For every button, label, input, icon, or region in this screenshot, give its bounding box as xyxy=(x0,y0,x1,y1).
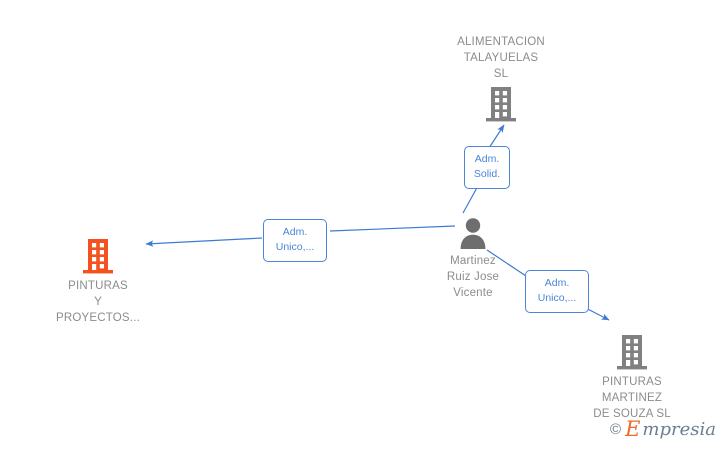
copyright-icon: © xyxy=(610,421,622,438)
person-icon[interactable] xyxy=(398,216,548,250)
edge-label-adm-unico-pinturas-y-proyectos[interactable]: Adm. Unico,... xyxy=(263,219,327,262)
edge-label-adm-solid[interactable]: Adm. Solid. xyxy=(464,146,510,189)
building-icon[interactable] xyxy=(426,85,576,123)
building-icon[interactable] xyxy=(23,237,173,275)
node-label: PINTURAS Y PROYECTOS... xyxy=(56,280,140,324)
node-label: ALIMENTACION TALAYUELAS SL xyxy=(457,36,545,80)
building-icon[interactable] xyxy=(557,333,707,371)
node-alimentacion-talayuelas[interactable]: ALIMENTACION TALAYUELAS SL xyxy=(426,34,576,123)
node-label: PINTURAS MARTINEZ DE SOUZA SL xyxy=(593,376,671,420)
node-pinturas-martinez-de-souza[interactable]: PINTURAS MARTINEZ DE SOUZA SL xyxy=(557,333,707,422)
node-label: Martinez Ruiz Jose Vicente xyxy=(446,255,500,299)
node-pinturas-y-proyectos[interactable]: PINTURAS Y PROYECTOS... xyxy=(23,237,173,326)
empresia-watermark: © E mpresia xyxy=(610,419,716,440)
edge-label-adm-unico-pinturas-martinez[interactable]: Adm. Unico,... xyxy=(525,270,589,313)
brand-initial: E xyxy=(625,417,641,441)
node-martinez-ruiz-jose-vicente[interactable]: Martinez Ruiz Jose Vicente xyxy=(398,216,548,301)
brand-name: mpresia xyxy=(642,418,716,440)
